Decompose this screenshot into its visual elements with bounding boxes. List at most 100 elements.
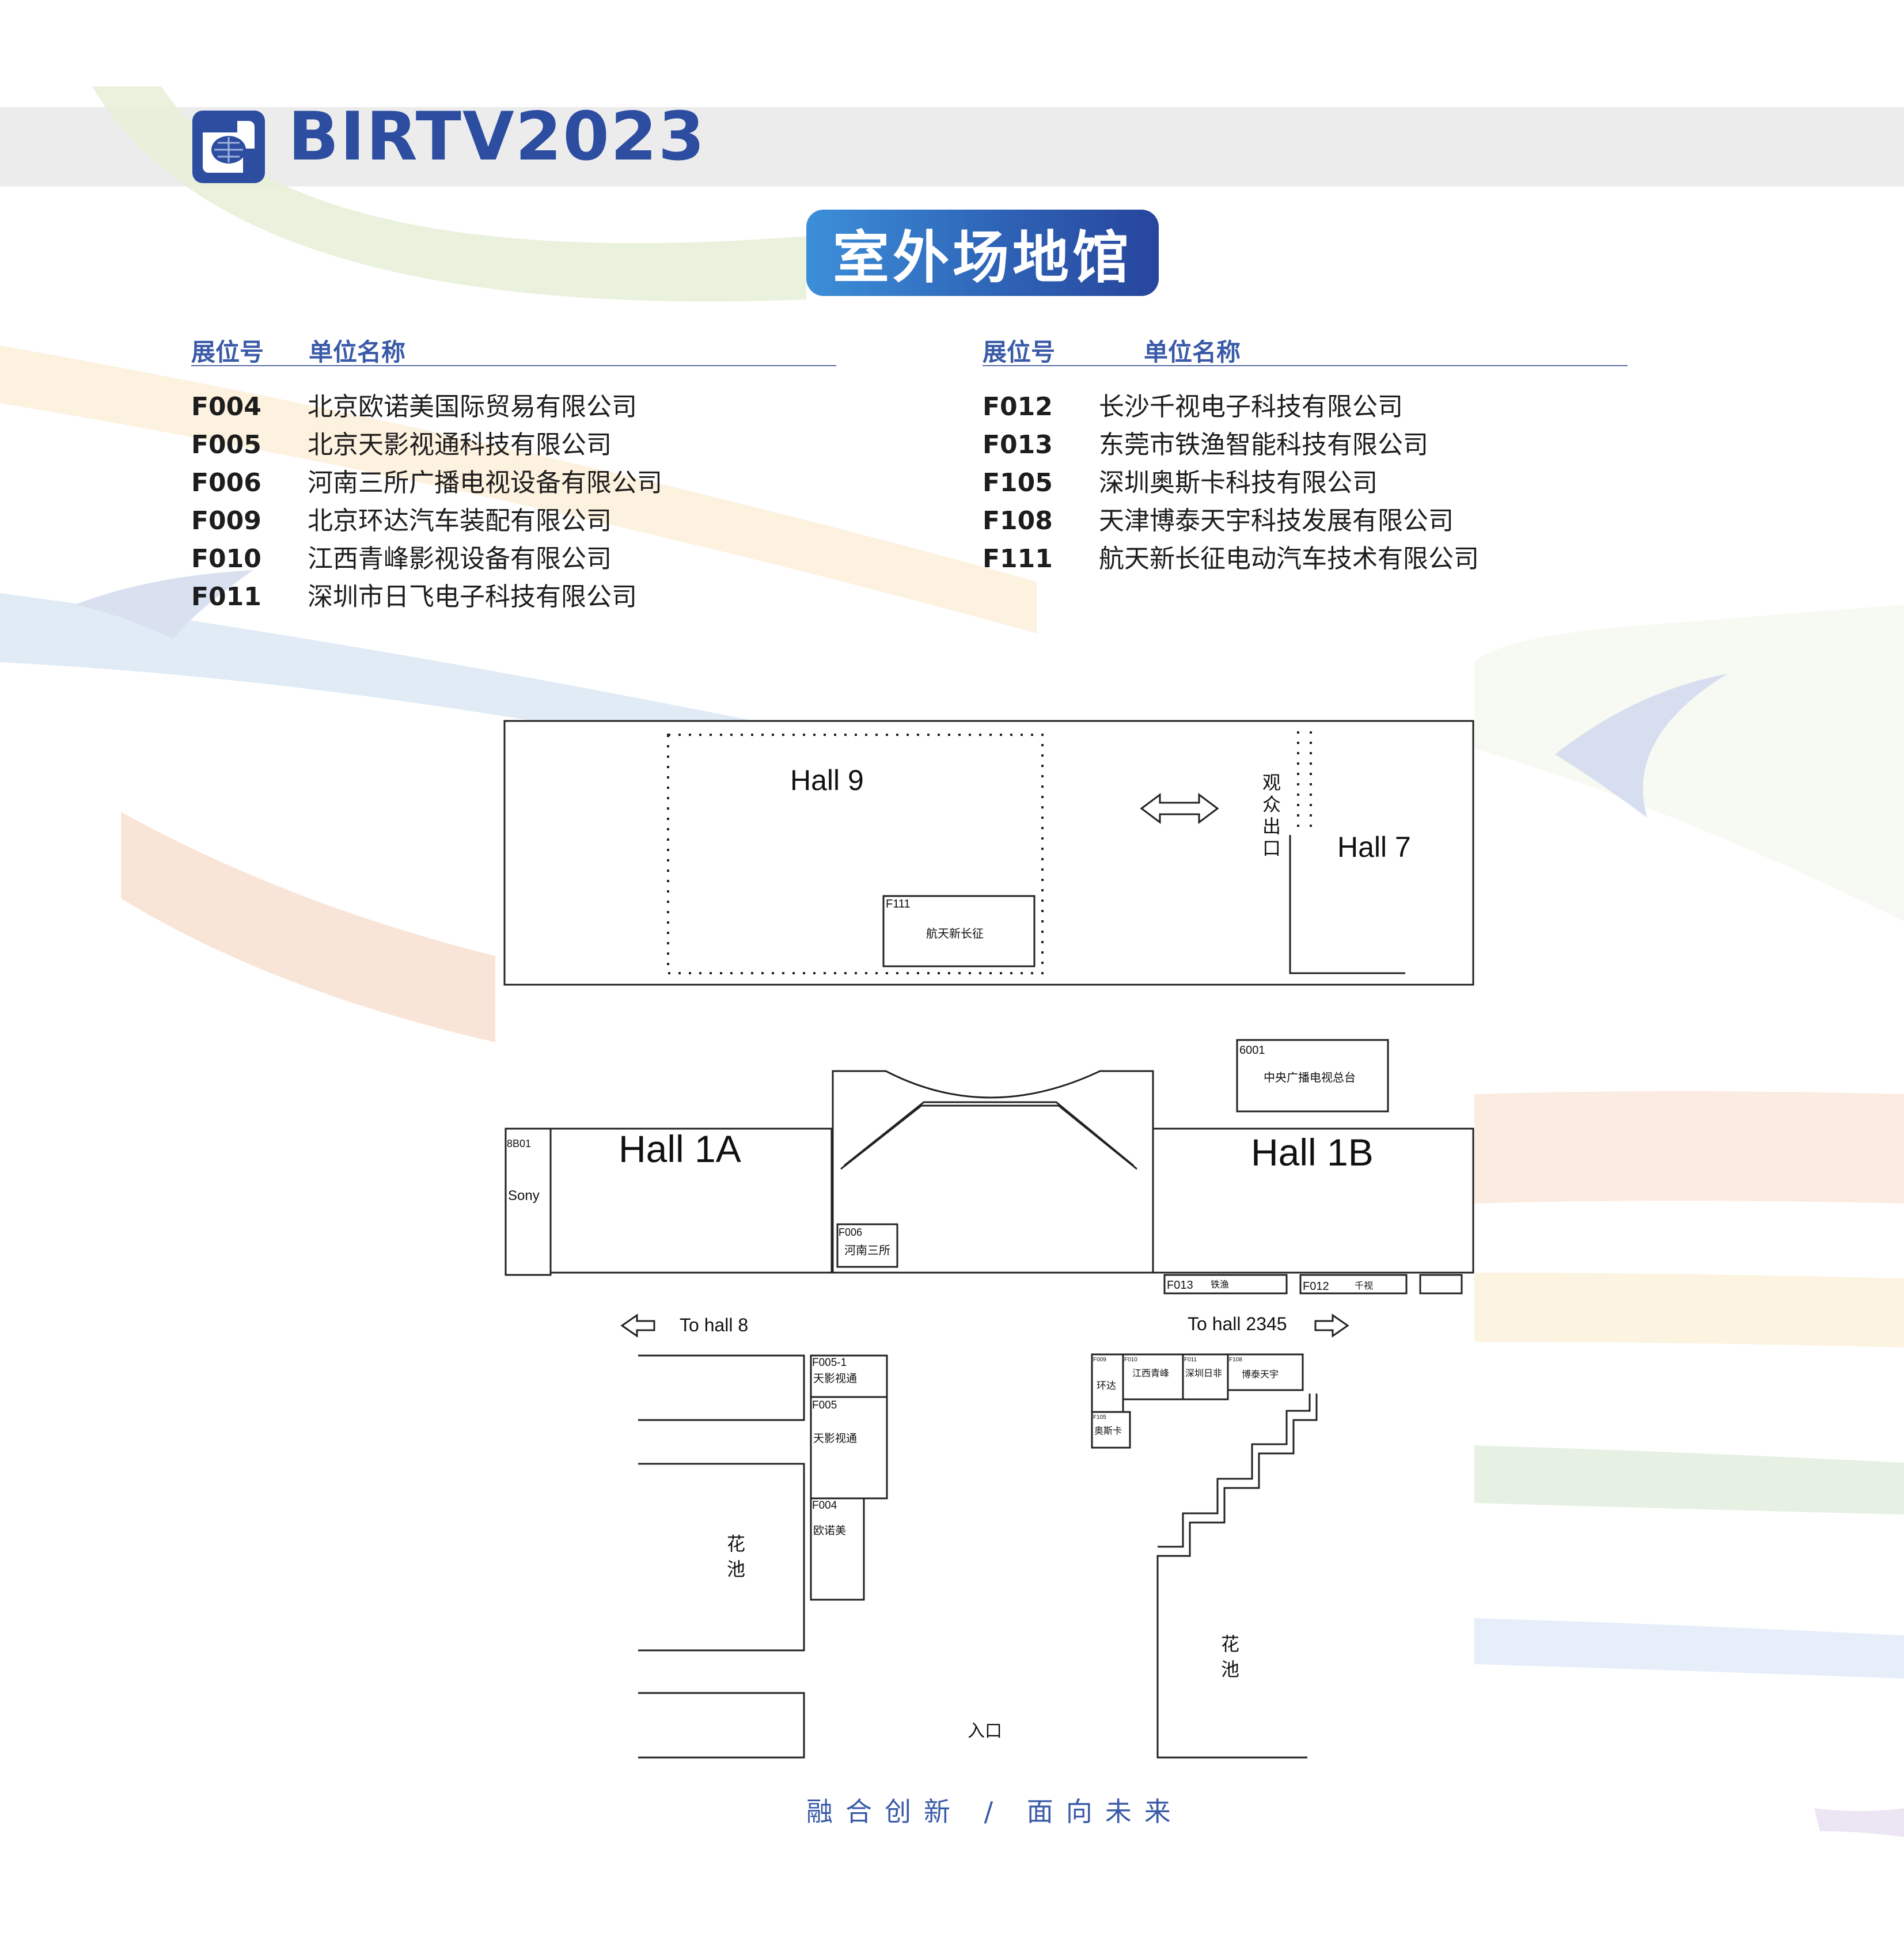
company-column-header: 单位名称 — [1144, 338, 1241, 366]
booth-name: 欧诺美 — [813, 1524, 846, 1537]
hall-7-label: Hall 7 — [1337, 831, 1411, 863]
booth-f005-1 — [810, 1354, 888, 1398]
booth-f009 — [1091, 1353, 1124, 1413]
booth-code: F004 — [191, 392, 261, 422]
audience-exit-label: 众 — [1262, 794, 1281, 815]
booth-code: F010 — [1124, 1357, 1137, 1363]
booth-code: F105 — [983, 468, 1053, 498]
company-name: 航天新长征电动汽车技术有限公司 — [1099, 544, 1479, 574]
booth-code: F012 — [1303, 1280, 1329, 1293]
list-item: F111 航天新长征电动汽车技术有限公司 — [983, 540, 1628, 578]
arrow-left-icon — [620, 1314, 655, 1338]
section-title: 室外场地馆 — [832, 225, 1132, 291]
hall-1-connector — [832, 1070, 1154, 1274]
booth-name: 天影视通 — [813, 1372, 857, 1385]
list-item: F011 深圳市日飞电子科技有限公司 — [191, 578, 836, 616]
booth-f011 — [1182, 1353, 1229, 1400]
booth-f005 — [810, 1396, 888, 1500]
booth-f006 — [836, 1223, 898, 1268]
booth-name: 江西青峰 — [1132, 1368, 1169, 1379]
flower-bed-label: 花 — [727, 1533, 745, 1555]
booth-name: 奥斯卡 — [1094, 1425, 1122, 1436]
booth-f108 — [1227, 1353, 1304, 1391]
booth-f111 — [882, 895, 1036, 967]
booth-unlabeled — [1419, 1274, 1463, 1295]
list-header-right: 展位号 单位名称 — [983, 328, 1628, 366]
booth-code: F013 — [983, 430, 1053, 460]
company-name: 北京天影视通科技有限公司 — [308, 430, 612, 460]
booth-column-header: 展位号 — [983, 338, 1056, 366]
flower-bed-label: 池 — [727, 1558, 745, 1580]
booth-code: F111 — [886, 898, 911, 910]
booth-name: 千视 — [1355, 1280, 1373, 1291]
list-item: F005 北京天影视通科技有限公司 — [191, 426, 836, 464]
hall-9-area — [667, 734, 1044, 974]
booth-code: F111 — [983, 544, 1053, 574]
booth-code: F010 — [191, 544, 261, 574]
booth-code: F004 — [812, 1500, 837, 1512]
company-name: 北京环达汽车装配有限公司 — [308, 506, 612, 536]
connector-ramp — [844, 1101, 1134, 1167]
stairs-outline — [1156, 1394, 1318, 1759]
audience-exit-label: 口 — [1262, 837, 1281, 859]
booth-code: F108 — [983, 506, 1053, 536]
list-item: F108 天津博泰天宇科技发展有限公司 — [983, 502, 1628, 540]
to-hall-2345-label: To hall 2345 — [1188, 1314, 1287, 1334]
booth-name: 深圳日非 — [1185, 1368, 1222, 1379]
booth-code: F005 — [191, 430, 261, 460]
booth-code: F105 — [1093, 1414, 1106, 1421]
booth-code: F005 — [812, 1399, 837, 1411]
hall-1a-label: Hall 1A — [619, 1128, 741, 1170]
booth-code: F108 — [1229, 1357, 1242, 1363]
company-name: 深圳市日飞电子科技有限公司 — [308, 582, 637, 612]
booth-name: 中央广播电视总台 — [1264, 1071, 1356, 1084]
list-item: F105 深圳奥斯卡科技有限公司 — [983, 464, 1628, 502]
flower-bed-label: 池 — [1221, 1658, 1239, 1680]
company-name: 东莞市铁渔智能科技有限公司 — [1099, 430, 1428, 460]
hall-1b-building — [1152, 1128, 1474, 1274]
company-name: 天津博泰天宇科技发展有限公司 — [1099, 506, 1454, 536]
list-item: F010 江西青峰影视设备有限公司 — [191, 540, 836, 578]
booth-code: F006 — [839, 1227, 862, 1238]
stairs-outline — [1158, 1394, 1311, 1548]
double-arrow-icon — [1140, 793, 1219, 824]
booth-code: F011 — [191, 582, 261, 612]
booth-code: F011 — [1184, 1357, 1197, 1363]
booth-8b01 — [505, 1128, 552, 1276]
booth-code: F009 — [1093, 1357, 1106, 1363]
brand-title: BIRTV2023 — [288, 98, 706, 176]
company-column-header: 单位名称 — [309, 338, 406, 366]
company-name: 深圳奥斯卡科技有限公司 — [1099, 468, 1378, 498]
booth-name: 航天新长征 — [926, 927, 984, 940]
booth-name: 环达 — [1097, 1380, 1116, 1392]
left-wall-lower — [638, 1692, 805, 1759]
booth-6001 — [1236, 1039, 1389, 1113]
to-hall-8-label: To hall 8 — [680, 1315, 748, 1335]
booth-name: Sony — [508, 1188, 540, 1204]
company-name: 江西青峰影视设备有限公司 — [308, 544, 612, 574]
arrow-right-icon — [1314, 1314, 1349, 1338]
booth-code: F005-1 — [812, 1357, 847, 1369]
entrance-label: 入口 — [968, 1721, 1002, 1741]
slogan: 融合创新 / 面向未来 — [806, 1796, 1184, 1827]
birtv-logo — [192, 111, 265, 183]
hall-1a-building — [505, 1128, 833, 1274]
section-title-badge: 室外场地馆 — [806, 210, 1159, 296]
audience-exit-label: 出 — [1262, 815, 1281, 837]
booth-column-header: 展位号 — [191, 338, 264, 366]
booth-f013 — [1163, 1274, 1288, 1295]
left-wall-upper — [638, 1354, 805, 1421]
booth-f012 — [1299, 1274, 1408, 1295]
list-item: F009 北京环达汽车装配有限公司 — [191, 502, 836, 540]
flower-bed-label: 花 — [1221, 1633, 1239, 1655]
booth-name: 天影视通 — [813, 1432, 857, 1445]
audience-exit-label: 观 — [1262, 772, 1281, 794]
booth-code: F009 — [191, 506, 261, 536]
company-name: 长沙千视电子科技有限公司 — [1099, 392, 1403, 422]
